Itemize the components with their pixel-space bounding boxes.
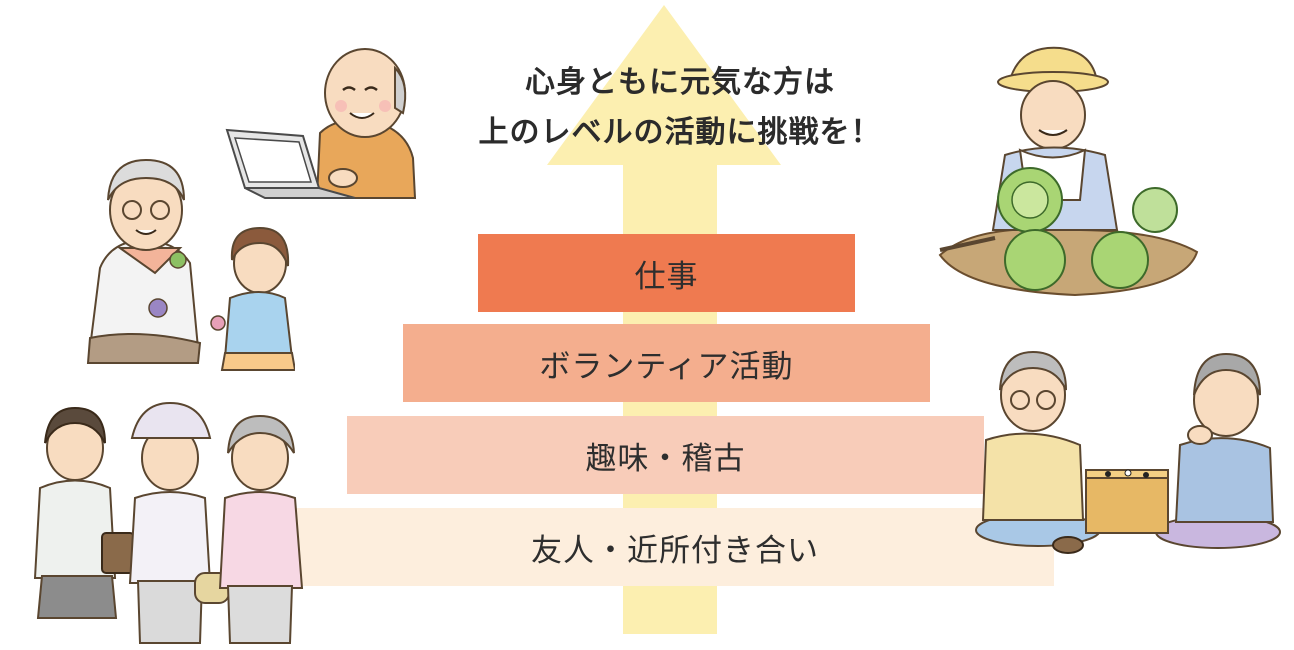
level-hobby: 趣味・稽古 <box>347 416 984 494</box>
headline: 心身ともに元気な方は 上のレベルの活動に挑戦を！ <box>420 58 940 158</box>
headline-line-1: 心身ともに元気な方は <box>525 65 835 100</box>
level-friends: 友人・近所付き合い <box>296 508 1054 586</box>
grandmother-with-child-illustration <box>86 158 295 371</box>
level-volunteer: ボランティア活動 <box>403 324 930 402</box>
three-women-illustration <box>33 401 304 644</box>
man-with-laptop-illustration <box>225 48 417 199</box>
headline-line-2: 上のレベルの活動に挑戦を！ <box>478 115 882 150</box>
level-friends-label: 友人・近所付き合い <box>531 532 819 569</box>
level-hobby-label: 趣味・稽古 <box>585 440 746 477</box>
level-work-label: 仕事 <box>634 258 699 295</box>
level-volunteer-label: ボランティア活動 <box>539 348 794 385</box>
level-work: 仕事 <box>478 234 855 312</box>
men-playing-go-illustration <box>975 350 1281 554</box>
farmer-with-cabbages-illustration <box>938 46 1199 297</box>
